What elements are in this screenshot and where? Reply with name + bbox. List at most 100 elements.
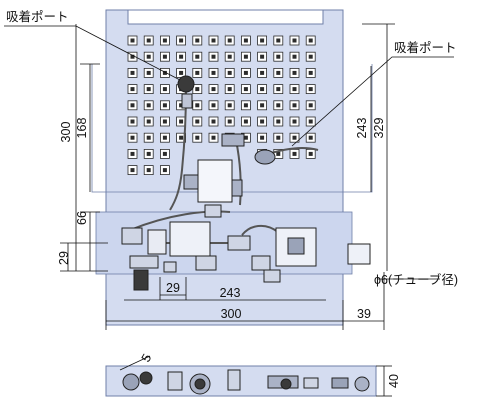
suction-pad-hole xyxy=(260,119,265,124)
suction-pad-hole xyxy=(162,38,167,43)
suction-pad-hole xyxy=(227,54,232,59)
suction-pad-hole xyxy=(276,119,281,124)
suction-pad-hole xyxy=(146,103,151,108)
suction-pad-hole xyxy=(260,38,265,43)
suction-pad-hole xyxy=(243,38,248,43)
suction-pad-hole xyxy=(292,151,297,156)
suction-pad-hole xyxy=(260,103,265,108)
suction-pad-hole xyxy=(146,70,151,75)
suction-pad-hole xyxy=(179,70,184,75)
suction-pad-hole xyxy=(146,119,151,124)
dim-side-5: 5 xyxy=(139,351,155,364)
suction-pad-hole xyxy=(308,38,313,43)
suction-pad-hole xyxy=(195,87,200,92)
suction-pad-hole xyxy=(227,38,232,43)
suction-pad-hole xyxy=(179,135,184,140)
suction-pad-hole xyxy=(146,135,151,140)
suction-pad-hole xyxy=(162,70,167,75)
suction-pad-hole xyxy=(195,119,200,124)
suction-pad-hole xyxy=(260,70,265,75)
suction-pad-hole xyxy=(292,70,297,75)
suction-port-label-right: 吸着ポート xyxy=(394,40,457,55)
suction-pad-hole xyxy=(276,87,281,92)
suction-pad-hole xyxy=(195,70,200,75)
suction-pad-hole xyxy=(243,54,248,59)
suction-pad-hole xyxy=(308,103,313,108)
suction-pad-hole xyxy=(130,119,135,124)
suction-pad-hole xyxy=(243,103,248,108)
dimension-lines xyxy=(60,23,395,330)
suction-pad-hole xyxy=(211,54,216,59)
suction-pad-hole xyxy=(146,151,151,156)
suction-pad-hole xyxy=(308,151,313,156)
suction-pad-hole xyxy=(292,103,297,108)
suction-pad-hole xyxy=(227,103,232,108)
suction-pad-hole xyxy=(276,38,281,43)
components xyxy=(121,75,371,291)
dim-left-66: 66 xyxy=(75,211,89,225)
suction-pad-hole xyxy=(243,70,248,75)
dim-bottom-29: 29 xyxy=(166,281,180,295)
suction-pad-hole xyxy=(292,135,297,140)
suction-pad-hole xyxy=(276,70,281,75)
suction-pad-hole xyxy=(308,70,313,75)
suction-pad-hole xyxy=(162,87,167,92)
suction-pad-hole xyxy=(211,119,216,124)
suction-pad-hole xyxy=(243,87,248,92)
suction-pad-hole xyxy=(130,151,135,156)
dim-left-300: 300 xyxy=(59,122,73,143)
suction-pad-hole xyxy=(179,54,184,59)
suction-pad-hole xyxy=(162,54,167,59)
suction-pad-hole xyxy=(162,168,167,173)
suction-pad-hole xyxy=(211,135,216,140)
suction-pad-hole xyxy=(130,135,135,140)
suction-pad-hole xyxy=(308,54,313,59)
suction-pad-hole xyxy=(260,87,265,92)
suction-pad-hole xyxy=(260,54,265,59)
suction-pad-hole xyxy=(130,38,135,43)
suction-pad-hole xyxy=(308,119,313,124)
suction-pad-hole xyxy=(308,135,313,140)
suction-pad-hole xyxy=(146,168,151,173)
suction-pad-hole xyxy=(211,70,216,75)
dim-right-329: 329 xyxy=(372,118,386,139)
suction-pad-hole xyxy=(211,87,216,92)
suction-pad-hole xyxy=(292,38,297,43)
suction-pad-hole xyxy=(211,38,216,43)
suction-pad-hole xyxy=(243,119,248,124)
suction-pad-hole xyxy=(162,119,167,124)
suction-pad-hole xyxy=(276,151,281,156)
dim-side-40: 40 xyxy=(387,374,401,388)
suction-pad-hole xyxy=(276,54,281,59)
suction-pad-hole xyxy=(243,135,248,140)
dim-bottom-243: 243 xyxy=(220,286,241,300)
suction-pad-hole xyxy=(179,103,184,108)
suction-pad-hole xyxy=(195,38,200,43)
dim-left-29: 29 xyxy=(57,251,71,265)
suction-pad-hole xyxy=(195,135,200,140)
suction-pad-hole xyxy=(179,119,184,124)
suction-pad-hole xyxy=(162,103,167,108)
suction-pad-hole xyxy=(227,119,232,124)
suction-pad-hole xyxy=(195,54,200,59)
suction-pad-hole xyxy=(146,87,151,92)
dim-bottom-39: 39 xyxy=(357,307,371,321)
suction-pad-hole xyxy=(227,70,232,75)
suction-pad-hole xyxy=(292,54,297,59)
dim-left-168: 168 xyxy=(75,118,89,139)
dim-right-243: 243 xyxy=(355,118,369,139)
suction-pad-hole xyxy=(292,119,297,124)
suction-pad-hole xyxy=(130,168,135,173)
suction-pad-hole xyxy=(292,87,297,92)
suction-pad-hole xyxy=(260,135,265,140)
suction-pad-hole xyxy=(308,87,313,92)
dim-bottom-300: 300 xyxy=(221,307,242,321)
suction-pad-hole xyxy=(130,54,135,59)
suction-pad-hole xyxy=(276,103,281,108)
tube-diameter-label: ϕ6(チューブ径) xyxy=(374,272,458,287)
suction-pad-hole xyxy=(227,87,232,92)
suction-port-label-left: 吸着ポート xyxy=(6,9,69,24)
suction-pad-hole xyxy=(195,103,200,108)
suction-pad-hole xyxy=(211,103,216,108)
